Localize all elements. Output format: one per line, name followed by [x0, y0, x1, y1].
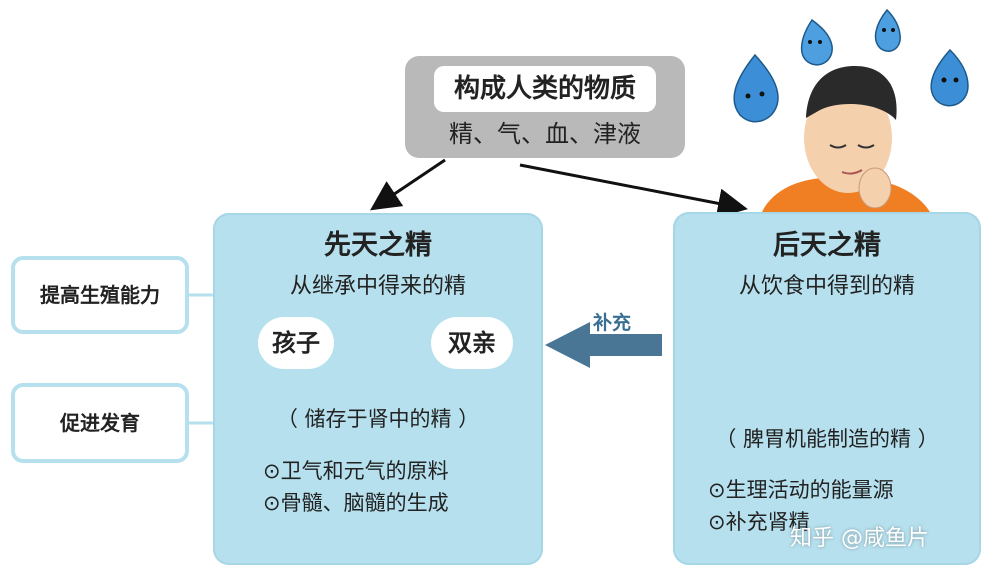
parents-pill: 双亲 — [431, 317, 513, 369]
innate-title: 先天之精 — [324, 230, 432, 261]
top-title: 构成人类的物质 — [434, 66, 656, 112]
top-subtitle: 精、气、血、津液 — [449, 120, 641, 148]
person-illustration — [762, 66, 930, 212]
water-drop-character — [733, 8, 969, 123]
watermark: 知乎 @咸鱼片 — [790, 526, 929, 551]
arrow-to-innate — [370, 158, 446, 211]
side-box-reproduction: 提高生殖能力 — [11, 256, 189, 334]
acquired-essence-panel — [673, 212, 981, 565]
innate-subtitle: 从继承中得来的精 — [289, 274, 466, 299]
arrow-to-acquired — [519, 163, 748, 219]
acquired-bullet-2: ⊙补充肾精 — [708, 510, 810, 534]
acquired-bullet-1: ⊙生理活动的能量源 — [708, 478, 894, 502]
side-box-development: 促进发育 — [11, 383, 189, 463]
replenish-label: 补充 — [592, 312, 631, 334]
innate-note: （ 储存于肾中的精 ） — [276, 407, 480, 431]
replenish-arrow — [545, 322, 662, 368]
child-pill: 孩子 — [258, 317, 334, 369]
acquired-title: 后天之精 — [773, 230, 881, 261]
acquired-note: （ 脾胃机能制造的精 ） — [715, 427, 939, 451]
acquired-subtitle: 从饮食中得到的精 — [738, 274, 915, 299]
innate-essence-panel — [213, 213, 543, 565]
innate-bullet-2: ⊙骨髓、脑髓的生成 — [263, 491, 449, 515]
innate-bullet-1: ⊙卫气和元气的原料 — [263, 459, 449, 483]
